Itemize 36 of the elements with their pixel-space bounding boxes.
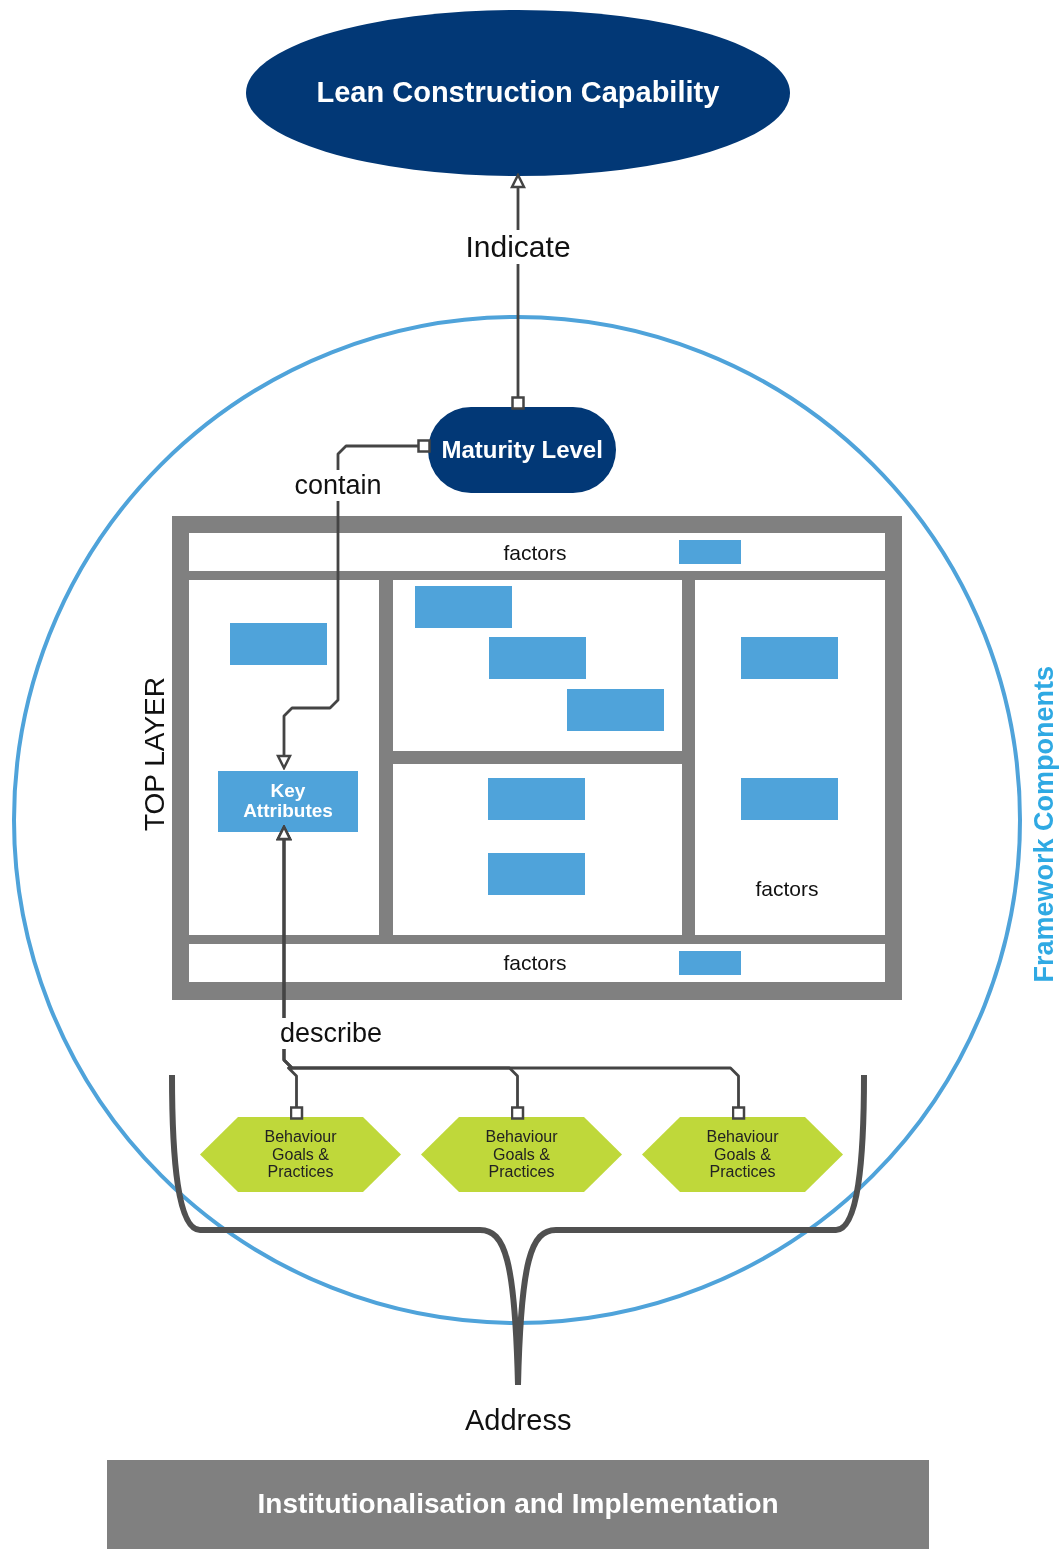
attribute-box	[218, 771, 358, 832]
node-label: Behaviour Goals & Practices	[705, 1128, 780, 1181]
placeholder-box	[679, 540, 741, 564]
node-label: factors	[503, 950, 567, 974]
panel-cell	[393, 764, 682, 935]
hexagon-node	[642, 1117, 843, 1192]
annotation-text: Address	[465, 1403, 572, 1437]
panel-cell	[695, 580, 885, 935]
placeholder-box	[567, 689, 664, 731]
connector-arrow	[276, 825, 746, 1120]
band-cell	[189, 944, 885, 982]
band-cell	[189, 533, 885, 571]
node-label: Maturity Level	[441, 437, 603, 464]
placeholder-box	[679, 951, 741, 975]
hexagon-node	[200, 1117, 401, 1192]
placeholder-box	[415, 586, 512, 628]
heading-label: TOP LAYER	[139, 677, 171, 832]
node-label: Behaviour Goals & Practices	[484, 1128, 559, 1181]
node-label: Institutionalisation and Implementation	[257, 1489, 779, 1520]
node-label: factors	[755, 876, 819, 900]
node-label: factors	[503, 540, 567, 564]
placeholder-box	[488, 853, 585, 895]
placeholder-box	[489, 637, 586, 679]
placeholder-box	[741, 637, 838, 679]
placeholder-box	[741, 778, 838, 820]
node-label: Lean Construction Capability	[316, 77, 720, 109]
footer-bar	[107, 1460, 929, 1549]
connector-arrow	[276, 439, 431, 770]
node-label: Key Attributes	[242, 780, 334, 823]
placeholder-box	[230, 623, 327, 665]
hexagon-node	[421, 1117, 622, 1192]
node-label: Behaviour Goals & Practices	[263, 1128, 338, 1181]
panel-cell	[393, 580, 682, 751]
panel-cell	[189, 580, 379, 935]
heading-label: Framework Components	[1030, 665, 1060, 983]
placeholder-box	[488, 778, 585, 820]
